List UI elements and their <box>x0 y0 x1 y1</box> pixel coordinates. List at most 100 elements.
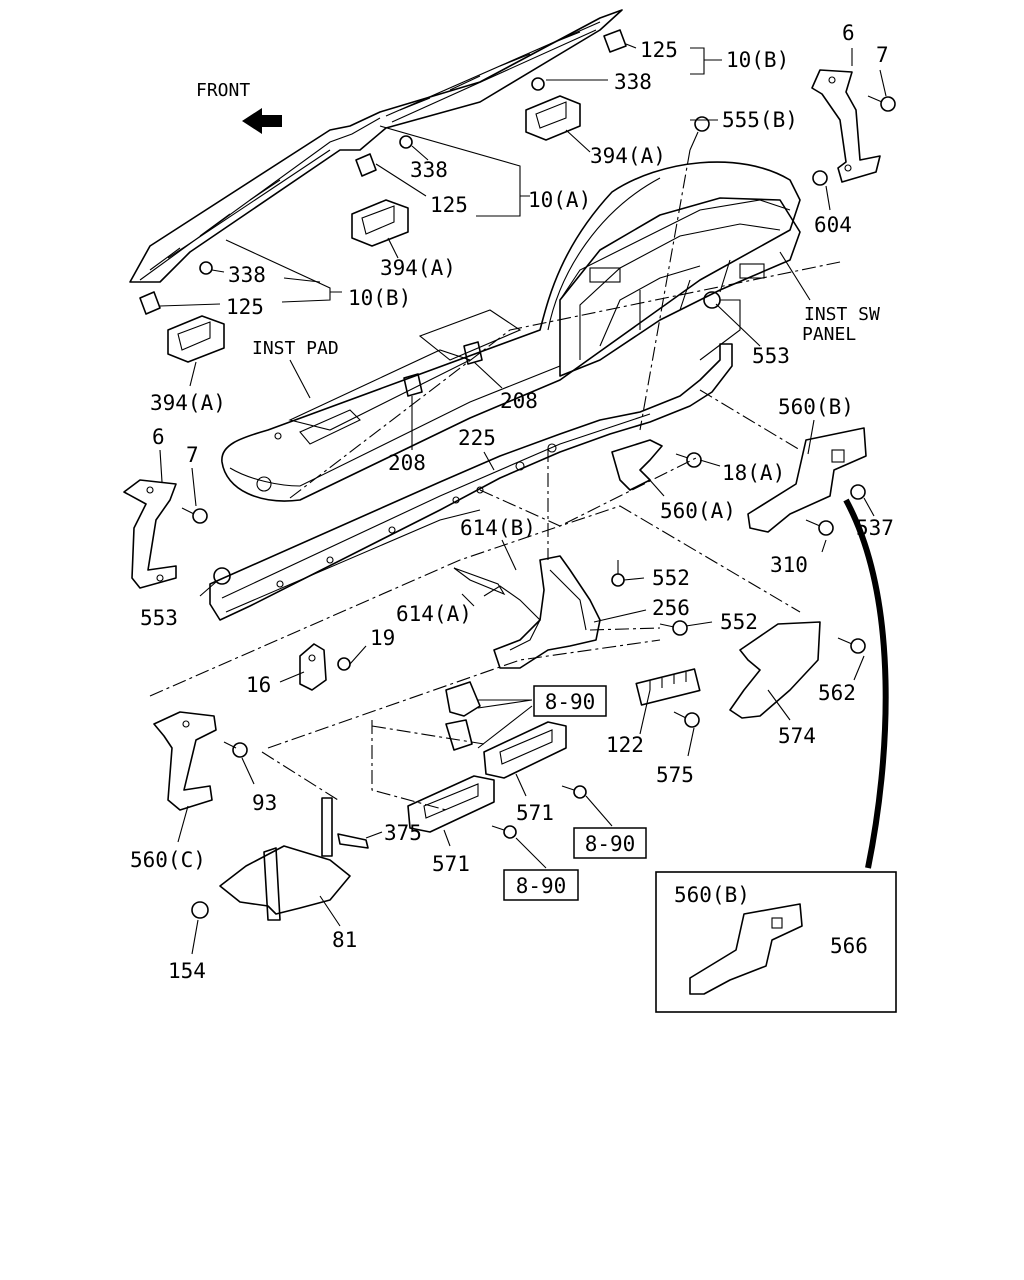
part-label: 81 <box>332 928 357 952</box>
bolt-icon <box>812 170 828 186</box>
pin-375 <box>337 833 369 849</box>
part-label: 555(B) <box>722 108 798 132</box>
part-label: 10(A) <box>528 188 591 212</box>
bolt-icon <box>491 825 517 839</box>
clip-upper <box>445 681 481 751</box>
bracket-560b <box>747 427 867 533</box>
part-label: 575 <box>656 763 694 787</box>
retainer-icon <box>167 315 225 363</box>
assembly-center-lines <box>149 149 841 811</box>
part-label: 553 <box>140 606 178 630</box>
part-label: 560(C) <box>130 848 206 872</box>
pocket-571-left <box>407 775 495 833</box>
clip-icon <box>403 373 423 397</box>
instrument-pad <box>221 161 801 502</box>
stay-6-left <box>123 479 177 589</box>
bolt-icon <box>689 116 710 151</box>
part-label: 375 <box>384 821 422 845</box>
bolt-icon <box>181 507 208 524</box>
detail-inset <box>655 871 897 1013</box>
part-label: 571 <box>432 852 470 876</box>
retainer-icon <box>351 199 409 247</box>
part-label: 394(A) <box>590 144 666 168</box>
part-label: 537 <box>856 516 894 540</box>
part-label: 7 <box>186 443 199 467</box>
part-label: 560(A) <box>660 499 736 523</box>
part-label: 208 <box>500 389 538 413</box>
part-label: 560(B) <box>778 395 854 419</box>
bolt-icon <box>867 95 896 112</box>
detail-view-arrow <box>843 498 889 869</box>
bolt-icon <box>805 519 834 536</box>
retainer-icon <box>525 95 581 141</box>
part-label: 571 <box>516 801 554 825</box>
part-label: 562 <box>818 681 856 705</box>
detail-inset-frame <box>655 871 897 1013</box>
part-label: 256 <box>652 596 690 620</box>
part-label: 338 <box>228 263 266 287</box>
reference-text: 8-90 <box>545 690 596 714</box>
part-label: 225 <box>458 426 496 450</box>
defroster-nozzle-strip <box>129 9 623 283</box>
cross-beam-assembly <box>209 299 741 621</box>
part-label: 553 <box>752 344 790 368</box>
bolt-icon <box>675 452 702 468</box>
inst-sw-label-line1: INST SW <box>804 304 880 325</box>
center-stay <box>453 555 601 669</box>
part-label: 604 <box>814 213 852 237</box>
part-label: 125 <box>430 193 468 217</box>
clip-icon <box>603 29 627 53</box>
stay-81 <box>219 797 351 921</box>
reference-box-middle: 8-90 <box>573 827 647 859</box>
part-label: 552 <box>720 610 758 634</box>
clip-icon <box>139 291 161 315</box>
clip-icon <box>355 153 377 177</box>
bolt-icon <box>659 620 688 636</box>
part-label: 18(A) <box>722 461 785 485</box>
front-arrow-icon <box>242 108 282 134</box>
bolt-icon <box>223 741 248 758</box>
stay-560c <box>153 711 217 811</box>
part-label: 154 <box>168 959 206 983</box>
part-label: 208 <box>388 451 426 475</box>
part-label: 122 <box>606 733 644 757</box>
part-label: 6 <box>842 21 855 45</box>
fasteners <box>139 29 896 968</box>
part-label: 614(A) <box>396 602 472 626</box>
bolt-icon <box>199 261 213 275</box>
bolt-icon <box>611 560 625 587</box>
bolt-icon <box>673 711 700 728</box>
part-label: 394(A) <box>150 391 226 415</box>
part-label: 394(A) <box>380 256 456 280</box>
clip-icon <box>463 341 483 365</box>
reference-box-lower: 8-90 <box>503 869 579 901</box>
bolt-icon <box>561 785 587 799</box>
inst-sw-panel <box>559 197 801 377</box>
part-label: 7 <box>876 43 889 67</box>
leader-lines <box>159 43 887 959</box>
part-label: 338 <box>614 70 652 94</box>
reference-text: 8-90 <box>516 874 567 898</box>
part-label: 6 <box>152 425 165 449</box>
connector-block-122 <box>635 668 701 706</box>
part-label: 93 <box>252 791 277 815</box>
front-label: FRONT <box>196 80 250 101</box>
pocket-571-right <box>483 721 567 779</box>
part-label: 566 <box>830 934 868 958</box>
part-label: 574 <box>778 724 816 748</box>
stay-6-top <box>811 69 881 183</box>
bolt-icon <box>837 637 866 654</box>
bolt-icon <box>850 484 866 500</box>
part-label: 125 <box>226 295 264 319</box>
part-label: 19 <box>370 626 395 650</box>
bolt-icon <box>703 291 721 309</box>
bolt-icon <box>191 901 209 919</box>
inst-pad-label: INST PAD <box>252 338 339 359</box>
bolt-icon <box>337 657 351 671</box>
part-label: 552 <box>652 566 690 590</box>
part-label: 560(B) <box>674 883 750 907</box>
part-label: 10(B) <box>726 48 789 72</box>
part-label: 338 <box>410 158 448 182</box>
bolt-icon <box>213 567 231 585</box>
